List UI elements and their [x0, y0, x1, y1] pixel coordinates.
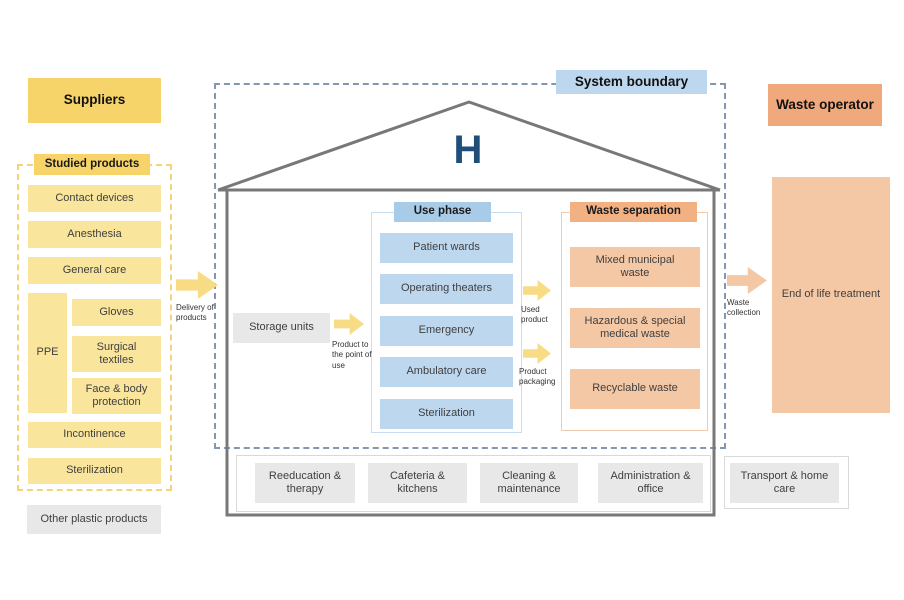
item-face-body-protection: Face & body protection — [72, 378, 161, 414]
item-emergency: Emergency — [380, 316, 513, 346]
item-gloves: Gloves — [72, 299, 161, 326]
item-sterilization-supplies: Sterilization — [28, 458, 161, 484]
system-boundary-label: System boundary — [556, 70, 707, 94]
ppe-label-box: PPE — [28, 293, 67, 413]
suppliers-box: Suppliers — [28, 78, 161, 123]
item-patient-wards: Patient wards — [380, 233, 513, 263]
to-point-of-use-label: Product to the point of use — [332, 340, 372, 370]
product-packaging-label: Product packaging — [519, 367, 556, 387]
other-plastic-products-box: Other plastic products — [27, 505, 161, 534]
used-product-label: Used product — [521, 305, 548, 325]
item-incontinence: Incontinence — [28, 422, 161, 448]
end-of-life-treatment-box: End of life treatment — [772, 177, 890, 413]
item-reeducation-therapy: Reeducation & therapy — [255, 463, 355, 503]
item-general-care: General care — [28, 257, 161, 284]
item-mixed-municipal-waste: Mixed municipal waste — [570, 247, 700, 287]
waste-operator-box: Waste operator — [768, 84, 882, 126]
item-recyclable-waste: Recyclable waste — [570, 369, 700, 409]
item-operating-theaters: Operating theaters — [380, 274, 513, 304]
system-boundary-rect — [214, 83, 726, 449]
item-hazardous-medical-waste: Hazardous & special medical waste — [570, 308, 700, 348]
item-ambulatory-care: Ambulatory care — [380, 357, 513, 387]
item-surgical-textiles: Surgical textiles — [72, 336, 161, 372]
storage-units-box: Storage units — [233, 313, 330, 343]
delivery-arrow-label: Delivery of products — [176, 303, 214, 323]
item-sterilization-unit: Sterilization — [380, 399, 513, 429]
hospital-letter-h: H — [453, 128, 483, 172]
use-phase-header: Use phase — [394, 202, 491, 222]
studied-products-header: Studied products — [34, 154, 150, 175]
item-anesthesia: Anesthesia — [28, 221, 161, 248]
item-contact-devices: Contact devices — [28, 185, 161, 212]
item-administration-office: Administration & office — [598, 463, 703, 503]
item-transport-home-care: Transport & home care — [730, 463, 839, 503]
item-cafeteria-kitchens: Cafeteria & kitchens — [368, 463, 467, 503]
item-cleaning-maintenance: Cleaning & maintenance — [480, 463, 578, 503]
waste-collection-label: Waste collection — [727, 298, 761, 318]
waste-separation-header: Waste separation — [570, 202, 697, 222]
